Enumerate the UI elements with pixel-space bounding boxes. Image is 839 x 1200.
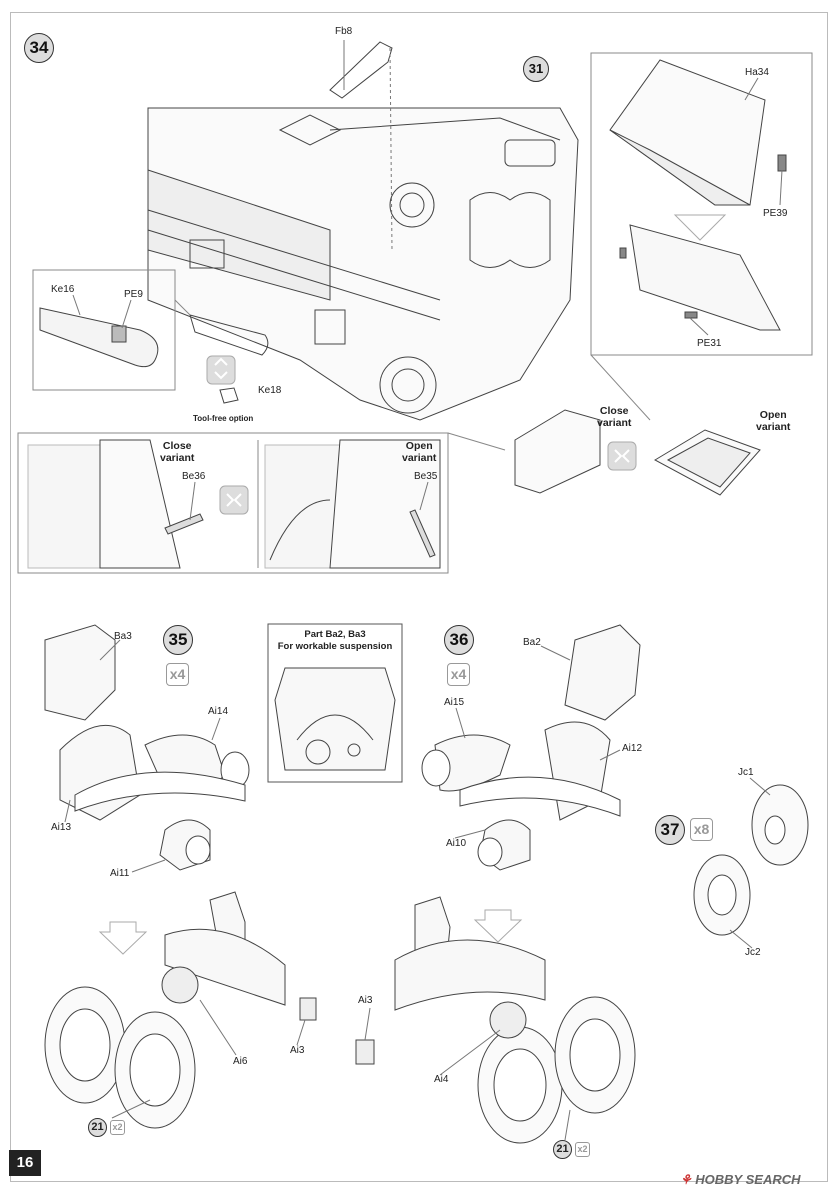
close-variant-label-top: Close variant: [597, 405, 632, 429]
part-label-ke16: Ke16: [51, 284, 75, 295]
open-variant-label-top: Open variant: [756, 409, 791, 433]
part-label-pe31: PE31: [697, 338, 722, 349]
workable-suspension-title: Part Ba2, Ba3 For workable suspension: [277, 629, 393, 652]
step-21-ref-left: 21: [88, 1118, 107, 1137]
watermark-text: HOBBY SEARCH: [695, 1172, 801, 1187]
part-label-ba2: Ba2: [523, 637, 541, 648]
part-label-ai6: Ai6: [233, 1056, 248, 1067]
step-21-ref-left-multiplier: x2: [110, 1120, 125, 1135]
part-label-ai15: Ai15: [444, 697, 465, 708]
part-label-ai3-right: Ai3: [358, 995, 373, 1006]
part-label-ai4: Ai4: [434, 1074, 449, 1085]
fb8-handle: [329, 41, 393, 99]
part-label-be36: Be36: [182, 471, 206, 482]
step-31-marker: 31: [523, 56, 549, 82]
part-label-ai12: Ai12: [622, 743, 643, 754]
step-37-marker: 37: [655, 815, 685, 845]
part-label-ai11: Ai11: [110, 868, 130, 879]
hobby-search-watermark: ⚘ HOBBY SEARCH: [680, 1172, 801, 1188]
part-label-ha34: Ha34: [745, 67, 769, 78]
page-number: 16: [9, 1150, 41, 1176]
part-label-ba3: Ba3: [114, 631, 132, 642]
open-variant-label-inset: Open variant: [402, 440, 437, 464]
step-34-marker: 34: [24, 33, 54, 63]
tool-free-note: Tool-free option: [193, 414, 254, 423]
part-label-ke18: Ke18: [258, 385, 282, 396]
step-21-ref-right-multiplier: x2: [575, 1142, 590, 1157]
part-label-ai10: Ai10: [446, 838, 467, 849]
hull-drawing: [147, 107, 579, 421]
part-label-pe39: PE39: [763, 208, 788, 219]
part-label-be35: Be35: [414, 471, 438, 482]
step-37-multiplier: x8: [690, 818, 713, 841]
step-21-ref-right: 21: [553, 1140, 572, 1159]
part-label-ai14: Ai14: [208, 706, 229, 717]
step-36-marker: 36: [444, 625, 474, 655]
part-label-jc1: Jc1: [738, 767, 754, 778]
step-35-multiplier: x4: [166, 663, 189, 686]
part-label-pe9: PE9: [124, 289, 143, 300]
part-label-ai3-left: Ai3: [290, 1045, 305, 1056]
step-36-multiplier: x4: [447, 663, 470, 686]
watermark-logo-icon: ⚘: [680, 1172, 692, 1187]
part-label-fb8: Fb8: [335, 26, 353, 37]
close-variant-label-inset: Close variant: [160, 440, 195, 464]
ke16-inset-frame: [32, 269, 176, 391]
step-35-marker: 35: [163, 625, 193, 655]
page-frame: [10, 12, 828, 1182]
part-label-ai13: Ai13: [51, 822, 72, 833]
part-label-jc2: Jc2: [745, 947, 761, 958]
